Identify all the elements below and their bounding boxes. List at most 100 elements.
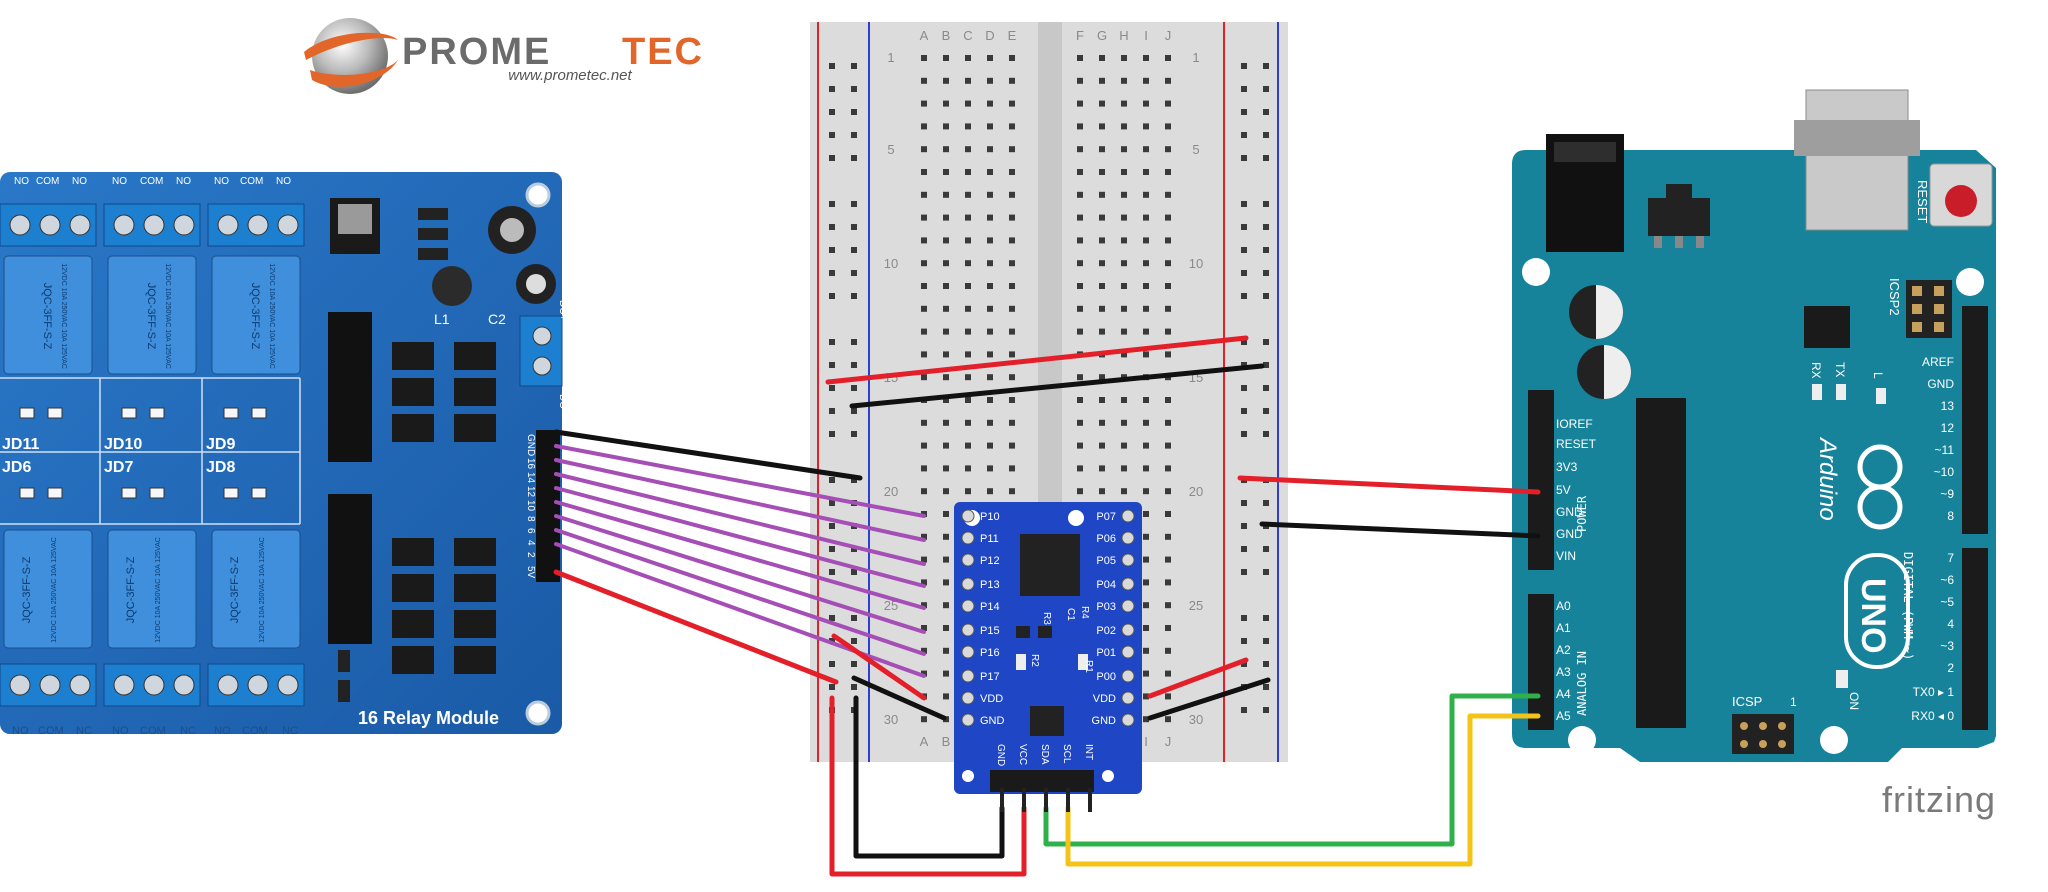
breadboard-hole [921,305,927,312]
breadboard-row-numbers: 1 5 10 15 20 25 30 1 5 10 15 20 25 30 [884,50,1203,727]
terminal-labels-bottom: NO COM NC NO COM NC NO COM NC [12,725,298,737]
row-number-5-right: 5 [1192,142,1199,157]
pin-header-label-gnd: GND [525,434,536,456]
breadboard-hole [1241,155,1247,161]
breadboard-hole [1009,283,1015,289]
breadboard-hole [1009,328,1015,335]
expander-pin-p00: P00 [1096,671,1116,683]
reset-button[interactable] [1929,163,1993,227]
breadboard-hole [1263,63,1269,69]
breadboard-hole [1143,123,1149,130]
terminal-blocks-bottom [0,663,305,707]
row-number-5: 5 [887,142,894,157]
on-led-label: ON [1847,692,1861,710]
io-expander-module: P10 P11 P12 P13 P14 P15 P16 P17 VDD GND … [954,502,1142,812]
breadboard-hole [851,201,857,207]
breadboard-hole [1241,569,1247,575]
breadboard-hole [921,191,927,198]
reset-button-cap[interactable] [1945,185,1977,217]
inductor-label-l1: L1 [434,311,450,327]
breadboard-hole [987,397,993,403]
breadboard-hole [1077,283,1083,289]
analog-pin-a5: A5 [1556,709,1571,723]
breadboard-hole [943,511,949,517]
breadboard-hole [987,169,993,175]
row-number-25: 25 [884,598,898,613]
breadboard-hole [987,260,993,267]
breadboard-hole [1099,305,1105,312]
breadboard-hole [965,146,971,153]
col-label-b: B [942,28,951,43]
breadboard-hole [1241,615,1247,621]
breadboard-hole [1165,670,1171,677]
power-pin-gnd-1: GND [1556,505,1583,519]
icsp2-header [1906,280,1952,338]
breadboard-hole [1099,237,1105,244]
breadboard-hole [921,55,927,61]
breadboard-hole [1077,169,1083,175]
breadboard-hole [921,328,927,335]
relay-part-top-1: JQC-3FF-S-Z [41,283,53,350]
breadboard-hole [1263,109,1269,115]
breadboard-hole [1263,431,1269,437]
wire-black-gnd [853,695,1005,859]
power-pin-3v3: 3V3 [1556,460,1578,474]
logo-name-dark: PROME [402,31,551,73]
relay-module: NO COM NO NO COM NO NO COM NO JQC-3FF-S-… [0,172,568,737]
terminal-label-bottom-com-3: COM [242,725,268,737]
breadboard-hole [851,270,857,276]
breadboard-hole [1263,224,1269,230]
expander-pin-p12: P12 [980,555,1000,567]
breadboard-hole [1263,270,1269,276]
logo-url: www.prometec.net [508,67,632,84]
breadboard-hole [1077,305,1083,312]
breadboard-hole [1077,397,1083,403]
breadboard-column-labels: A B C D E F G H I J A B I J [920,28,1172,749]
breadboard-hole [965,328,971,335]
breadboard-hole [1165,283,1171,289]
relay-bottom-2 [107,529,197,649]
pin-header-label-6: 6 [525,528,536,534]
mount-hole-top [525,182,551,208]
reset-label: RESET [1915,180,1930,223]
breadboard-hole [921,647,927,654]
breadboard-hole [965,214,971,221]
breadboard-hole [1241,707,1247,713]
analog-label: ANALOG IN [1575,651,1589,716]
breadboard-hole [829,684,835,690]
breadboard-hole [1241,270,1247,276]
led-label-rx: RX [1809,362,1823,379]
breadboard-hole [987,305,993,312]
breadboard-hole [965,237,971,244]
logo-swoosh-top [304,32,398,60]
breadboard-hole [987,442,993,449]
col-label-h: H [1119,28,1128,43]
breadboard-hole [987,351,993,358]
relay-id-jd9: JD9 [206,436,235,453]
terminal-label-nc-3: NO [276,176,291,187]
analog-pin-a1: A1 [1556,621,1571,635]
icsp-header: ICSP 1 [1732,694,1797,754]
breadboard-hole [1077,442,1083,449]
breadboard-hole [1143,625,1149,631]
relay-id-jd7: JD7 [104,459,133,476]
relay-rating-top-2: 12VDC 10A 250VAC 10A 125VAC [164,263,171,369]
breadboard-hole [1121,191,1127,198]
terminal-label-bottom-nc-1: NC [76,725,92,737]
breadboard-hole [851,86,857,92]
capacitor-label-c2: C2 [488,311,506,327]
col-label-j-bottom: J [1165,734,1172,749]
breadboard-hole [1263,86,1269,92]
pin-header-label-16: 16 [525,458,536,470]
pin-header-label-5v: 5V [525,566,536,579]
expander-pin-vdd-right: VDD [1093,693,1116,705]
row-number-1-right: 1 [1192,50,1199,65]
terminal-label-bottom-nc-3: NC [282,725,298,737]
digital-pin-0: RX0 ◂ 0 [1911,709,1954,723]
terminal-label-bottom-no-3: NO [214,725,231,737]
breadboard-hole [943,77,949,84]
breadboard-hole [987,419,993,426]
purple-wires [554,444,926,678]
breadboard-hole [1009,100,1015,107]
digital-pin-11: ~11 [1935,443,1955,457]
